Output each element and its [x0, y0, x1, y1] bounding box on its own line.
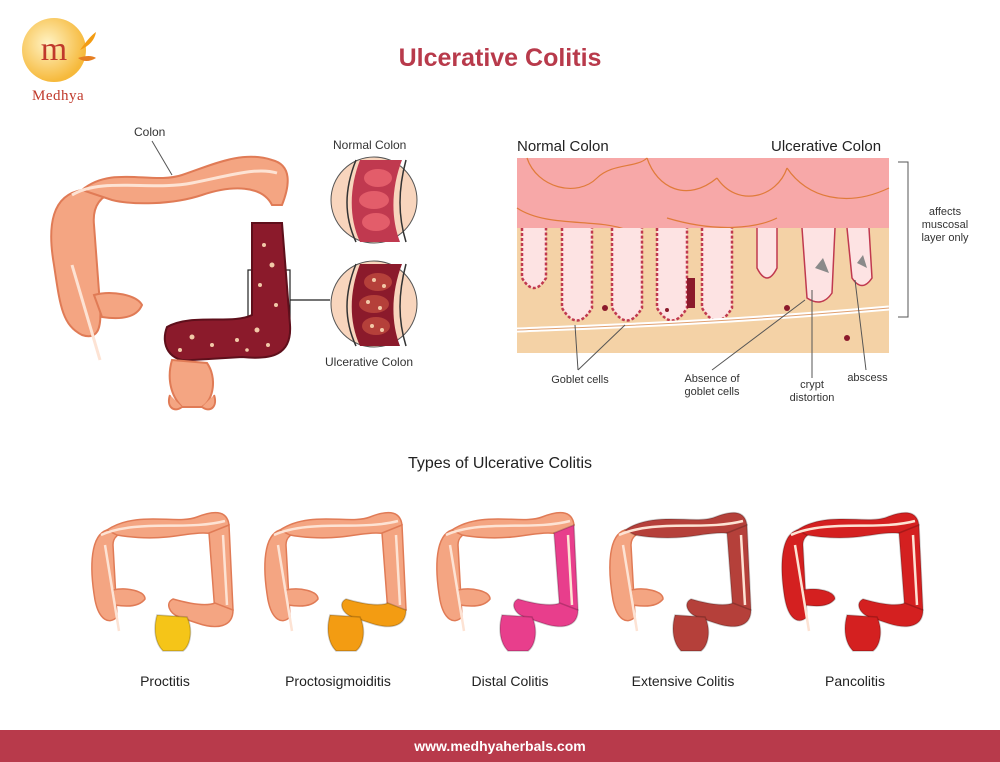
type-label: Proctosigmoiditis	[285, 673, 391, 689]
footer-url[interactable]: www.medhyaherbals.com	[414, 738, 586, 754]
colon-label: Colon	[134, 125, 166, 139]
type-label: Proctitis	[140, 673, 190, 689]
brand-name: Medhya	[32, 88, 85, 104]
mucosal-note: affects muscosal layer only	[921, 206, 969, 244]
footer-bar: www.medhyaherbals.com	[0, 730, 1000, 762]
ulcerative-colon-label: Ulcerative Colon	[325, 355, 414, 369]
page-title: Ulcerative Colitis	[398, 44, 602, 72]
annotation-absence-goblet: Absence of goblet cells	[684, 373, 740, 398]
type-label: Extensive Colitis	[631, 673, 735, 689]
type-colon-icon	[264, 511, 407, 652]
brand-logo[interactable]: m Medhya	[18, 12, 98, 108]
cross-ulcerative-header: Ulcerative Colon	[771, 138, 882, 155]
type-label: Pancolitis	[825, 673, 885, 689]
type-label: Distal Colitis	[471, 673, 549, 689]
type-colon-icon	[91, 511, 234, 652]
annotation-goblet-cells: Goblet cells	[551, 374, 609, 386]
type-colon-icon	[436, 511, 579, 652]
type-colon-icon	[609, 511, 752, 652]
cross-normal-header: Normal Colon	[517, 138, 609, 155]
logo-letter: m	[41, 31, 67, 68]
normal-colon-label: Normal Colon	[333, 138, 407, 152]
annotation-abscess: abscess	[847, 372, 888, 384]
logo-icon: m	[22, 18, 96, 82]
mucosal-bracket	[898, 161, 909, 318]
types-title: Types of Ulcerative Colitis	[407, 455, 593, 472]
normal-colon-zoom	[330, 156, 418, 244]
cross-section-illustration	[516, 157, 890, 353]
type-colon-icon	[781, 511, 924, 652]
ulcerative-colon-zoom	[330, 260, 418, 348]
colon-illustration	[50, 155, 292, 411]
annotation-crypt-distortion: crypt distortion	[789, 379, 835, 404]
